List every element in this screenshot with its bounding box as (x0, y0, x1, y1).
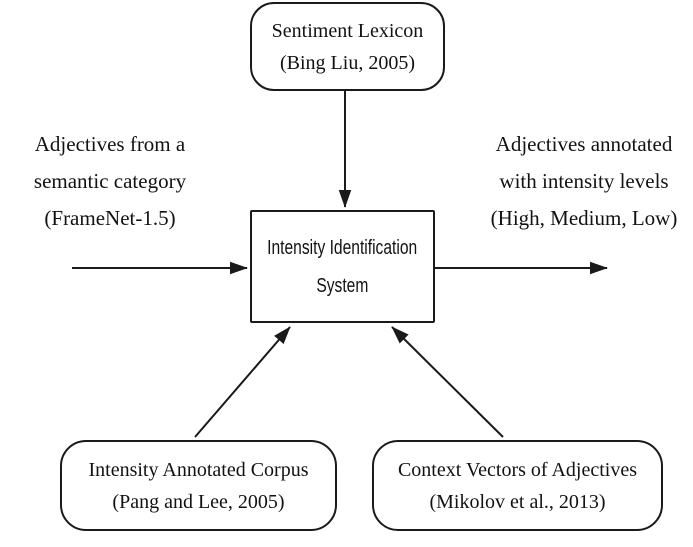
label-line: semantic category (33, 169, 187, 193)
label-line: with intensity levels (499, 169, 669, 193)
node-intensity-identification-system: Intensity Identification System (250, 210, 435, 323)
node-label-line: (Mikolov et al., 2013) (429, 490, 606, 513)
arrow-corpus-to-system (194, 326, 291, 438)
label-line: Adjectives from a (34, 132, 186, 156)
label-line: (FrameNet-1.5) (44, 206, 176, 230)
node-label-line: Sentiment Lexicon (271, 19, 424, 42)
node-label-line: System (316, 274, 369, 297)
node-intensity-annotated-corpus: Intensity Annotated Corpus (Pang and Lee… (60, 440, 337, 531)
node-context-vectors-of-adjectives: Context Vectors of Adjectives (Mikolov e… (372, 440, 663, 531)
label-right-output: Adjectives annotated with intensity leve… (478, 126, 690, 237)
node-sentiment-lexicon: Sentiment Lexicon (Bing Liu, 2005) (250, 2, 445, 91)
node-label-line: (Bing Liu, 2005) (280, 51, 415, 74)
arrow-context-vectors-to-system (391, 326, 504, 438)
label-line: (High, Medium, Low) (490, 206, 678, 230)
label-left-input: Adjectives from a semantic category (Fra… (8, 126, 212, 237)
label-line: Adjectives annotated (495, 132, 673, 156)
node-label-line: Intensity Identification (267, 236, 418, 259)
node-label-line: (Pang and Lee, 2005) (112, 490, 285, 513)
node-label-line: Context Vectors of Adjectives (397, 458, 638, 481)
node-label-line: Intensity Annotated Corpus (88, 458, 309, 481)
